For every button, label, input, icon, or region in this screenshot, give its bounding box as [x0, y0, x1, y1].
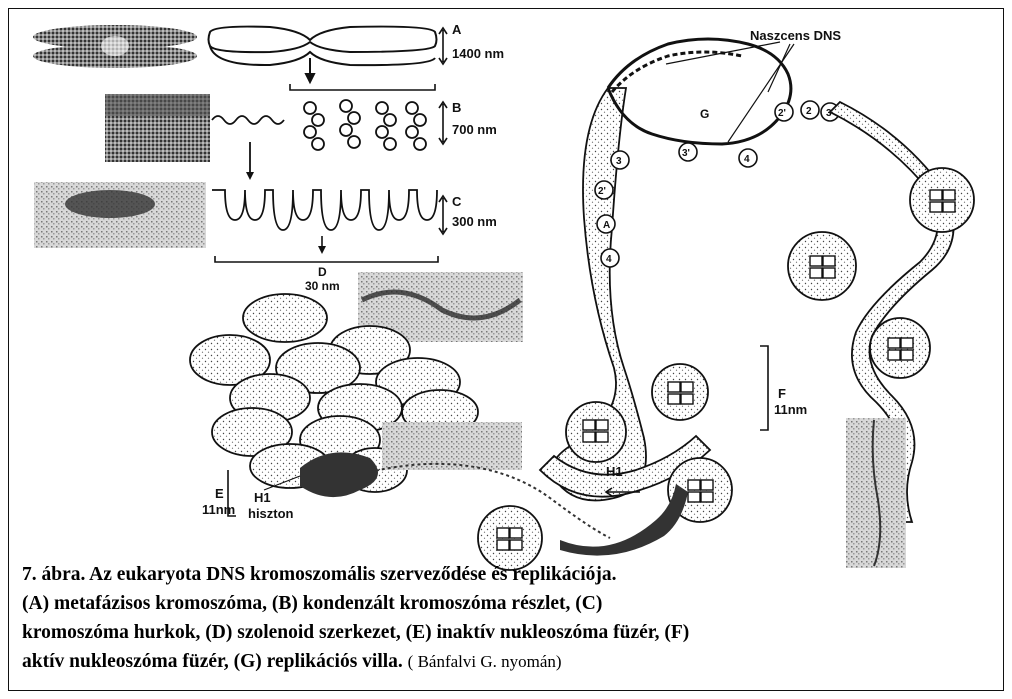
label-h1-right: H1	[606, 464, 623, 479]
bracket-d	[215, 256, 438, 262]
label-e: E	[215, 486, 224, 501]
label-b: B	[452, 100, 461, 115]
scale-arrow-a	[439, 28, 447, 64]
scale-arrow-c	[439, 196, 447, 234]
svg-text:A: A	[603, 220, 610, 231]
label-b-size: 700 nm	[452, 122, 497, 137]
fork-marker-labels: 3 3' 4 2' A 4 2' 2 3	[598, 106, 832, 265]
caption-line-4-bold: aktív nukleoszóma füzér, (G) replikációs…	[22, 651, 403, 672]
scale-arrow-b	[439, 102, 447, 144]
schematic-loops-c	[212, 190, 437, 230]
replication-fork-g	[608, 39, 791, 144]
label-h1-left: H1	[254, 490, 271, 505]
label-a: A	[452, 22, 462, 37]
label-e-size: 11nm	[202, 502, 235, 517]
scale-bracket-f	[760, 346, 768, 430]
svg-text:2': 2'	[598, 186, 606, 197]
label-g: G	[700, 107, 709, 121]
label-f: F	[778, 386, 786, 401]
arrow-c-d	[318, 246, 326, 254]
caption-credit: ( Bánfalvi G. nyomán)	[408, 652, 562, 671]
micrograph-a	[33, 25, 197, 68]
schematic-chromosome-a	[209, 27, 437, 82]
caption-line-4: aktív nukleoszóma füzér, (G) replikációs…	[22, 647, 982, 676]
label-c-size: 300 nm	[452, 214, 497, 229]
label-d: D	[318, 265, 327, 279]
label-nascent-dna: Naszcens DNS	[750, 28, 841, 43]
svg-text:2: 2	[806, 106, 812, 117]
label-d-size: 30 nm	[305, 279, 340, 293]
svg-text:4: 4	[744, 154, 750, 165]
caption-line-3: kromoszóma hurkok, (D) szolenoid szerkez…	[22, 618, 982, 647]
svg-text:3': 3'	[682, 148, 690, 159]
svg-text:3: 3	[616, 156, 622, 167]
caption-line-2: (A) metafázisos kromoszóma, (B) kondenzá…	[22, 589, 982, 618]
label-c: C	[452, 194, 462, 209]
label-histone: hiszton	[248, 506, 294, 521]
arrow-b-c	[246, 172, 254, 180]
figure-caption: 7. ábra. Az eukaryota DNS kromoszomális …	[22, 560, 982, 676]
caption-line-1: 7. ábra. Az eukaryota DNS kromoszomális …	[22, 560, 982, 589]
svg-text:2': 2'	[778, 108, 786, 119]
label-a-size: 1400 nm	[452, 46, 504, 61]
svg-text:4: 4	[606, 254, 612, 265]
bracket-b	[290, 84, 435, 90]
micrograph-e	[382, 422, 522, 470]
label-f-size: 11nm	[774, 402, 807, 417]
schematic-coils-b	[212, 100, 426, 176]
